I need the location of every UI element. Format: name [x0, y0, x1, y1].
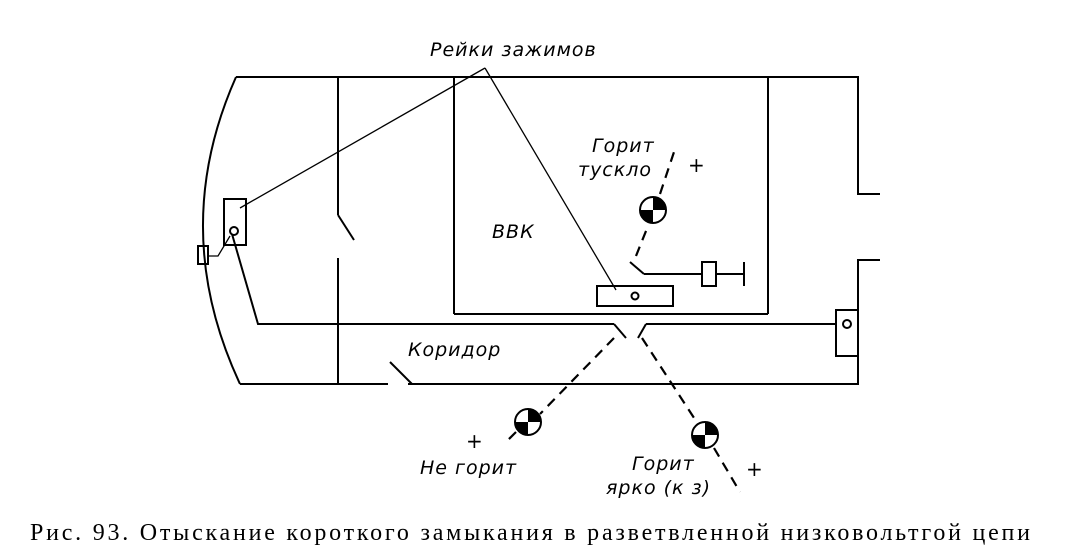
- plus-sign-not-lit: +: [466, 429, 483, 453]
- hull-outline: [201, 76, 880, 385]
- lamp-not-lit-icon: [514, 408, 542, 436]
- main-cable: [231, 233, 836, 339]
- lamp-bright-icon: [691, 421, 719, 449]
- lamp-dim-label-line2: тускло: [578, 159, 652, 181]
- figure-caption: Рис. 93. Отыскание короткого замыкания в…: [30, 520, 1030, 546]
- switch-and-relay: [629, 261, 745, 287]
- test-lamp-dim: [634, 151, 676, 257]
- plus-sign-dim: +: [688, 153, 705, 177]
- left-terminal-box: [197, 198, 247, 265]
- lamp-dim-icon: [639, 196, 667, 224]
- lamp-bright-label-line1: Горит: [632, 453, 695, 475]
- leader-lines: [239, 67, 617, 291]
- corridor-label: Коридор: [408, 339, 501, 361]
- lamp-dim-label-line1: Горит: [592, 135, 655, 157]
- test-lamp-bright: [641, 337, 741, 493]
- test-lamp-not-lit: [507, 337, 615, 441]
- lamp-not-lit-label: Не горит: [420, 457, 517, 479]
- corridor-door: [389, 361, 413, 385]
- terminal-strip: [596, 285, 674, 307]
- terminal-strips-label: Рейки зажимов: [430, 39, 597, 61]
- plus-sign-bright: +: [746, 457, 763, 481]
- vvk-compartment: [453, 77, 769, 315]
- right-terminal-box: [835, 309, 859, 357]
- lamp-bright-label-line2: ярко (к з): [606, 477, 711, 499]
- bulkhead-wall: [337, 77, 355, 384]
- vvk-label: ВВК: [492, 221, 535, 243]
